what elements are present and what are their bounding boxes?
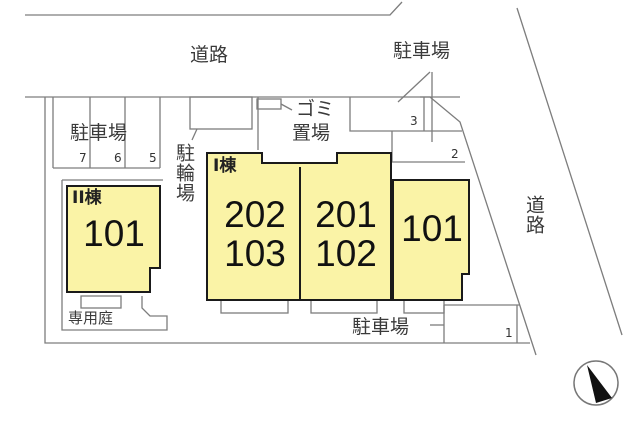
building-2-name: II棟 — [72, 188, 102, 208]
parking-space-1: 1 — [505, 326, 513, 340]
bicycle-parking-label: 駐輪場 — [173, 143, 195, 203]
building-2 — [66, 185, 161, 293]
building-1-name: I棟 — [213, 156, 237, 176]
parking-space-5: 5 — [149, 151, 157, 165]
parking-space-3: 3 — [410, 114, 418, 128]
building-1-unit-103: 103 — [224, 233, 286, 274]
north-road-edge — [25, 1, 403, 16]
north-arrow-icon — [573, 360, 619, 406]
building-1-unit-202: 202 — [224, 194, 286, 235]
parking-space-2: 2 — [451, 147, 459, 161]
parking-space-6: 6 — [114, 151, 122, 165]
south-parking-label: 駐車場 — [352, 316, 410, 338]
building-1-unit-201: 201 — [315, 194, 377, 235]
east-road-edge — [516, 7, 623, 336]
garbage-label-line2: 置場 — [292, 122, 331, 144]
northeast-parking-label: 駐車場 — [393, 40, 451, 62]
building-2-unit-101: 101 — [83, 213, 145, 254]
north-road-label: 道路 — [190, 44, 229, 66]
building-1-unit-101: 101 — [401, 208, 463, 249]
garbage-label-line1: ゴミ — [296, 98, 335, 120]
parking-space-7: 7 — [79, 151, 87, 165]
east-road-label: 道路 — [523, 195, 545, 235]
building-1-east — [392, 179, 470, 301]
west-parking-label: 駐車場 — [70, 122, 128, 144]
building-1-unit-102: 102 — [315, 233, 377, 274]
private-garden-label: 専用庭 — [68, 309, 114, 327]
site-east-boundary — [420, 96, 537, 356]
